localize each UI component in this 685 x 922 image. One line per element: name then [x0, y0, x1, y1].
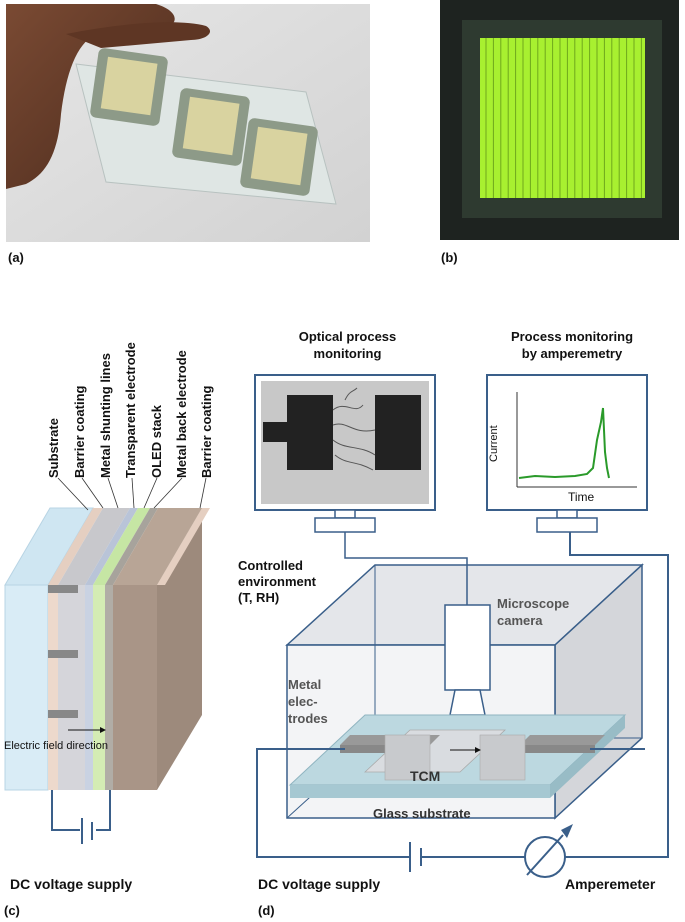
- panel-label-d: (d): [258, 903, 275, 918]
- glass-substrate-label: Glass substrate: [373, 806, 471, 821]
- panel-label-a: (a): [8, 250, 24, 265]
- environment-label: Controlled environment (T, RH): [238, 558, 317, 605]
- layer-label-oled-stack: OLED stack: [149, 405, 164, 478]
- amperemeter-label: Amperemeter: [565, 876, 656, 892]
- graph-x-label: Time: [568, 490, 595, 504]
- photo-lit-oled: [440, 0, 679, 240]
- layer-label-substrate: Substrate: [46, 418, 61, 478]
- layer-label-transparent-electrode: Transparent electrode: [123, 342, 138, 478]
- setup-diagram: [254, 374, 669, 878]
- tcm-label: TCM: [410, 768, 441, 784]
- current-trace: [518, 407, 610, 479]
- microscope-camera: [444, 604, 491, 691]
- layer-label-barrier-coating-back: Barrier coating: [199, 385, 214, 478]
- photo-oled-substrates: [6, 4, 370, 242]
- panel-label-c: (c): [4, 903, 20, 918]
- layer-label-metal-shunting-lines: Metal shunting lines: [98, 353, 113, 478]
- amperemetry-monitor: [486, 374, 648, 511]
- dc-supply-label-d: DC voltage supply: [258, 876, 381, 892]
- electric-field-label: Electric field direction: [4, 740, 108, 752]
- dc-supply-label-c: DC voltage supply: [10, 876, 133, 892]
- graph-y-label: Current: [488, 425, 500, 462]
- oled-emitting-area: [480, 38, 645, 198]
- panel-label-b: (b): [441, 250, 458, 265]
- layer-stack-diagram: [4, 477, 210, 844]
- layer-label-barrier-coating-front: Barrier coating: [72, 385, 87, 478]
- layer-label-metal-back-electrode: Metal back electrode: [174, 350, 189, 478]
